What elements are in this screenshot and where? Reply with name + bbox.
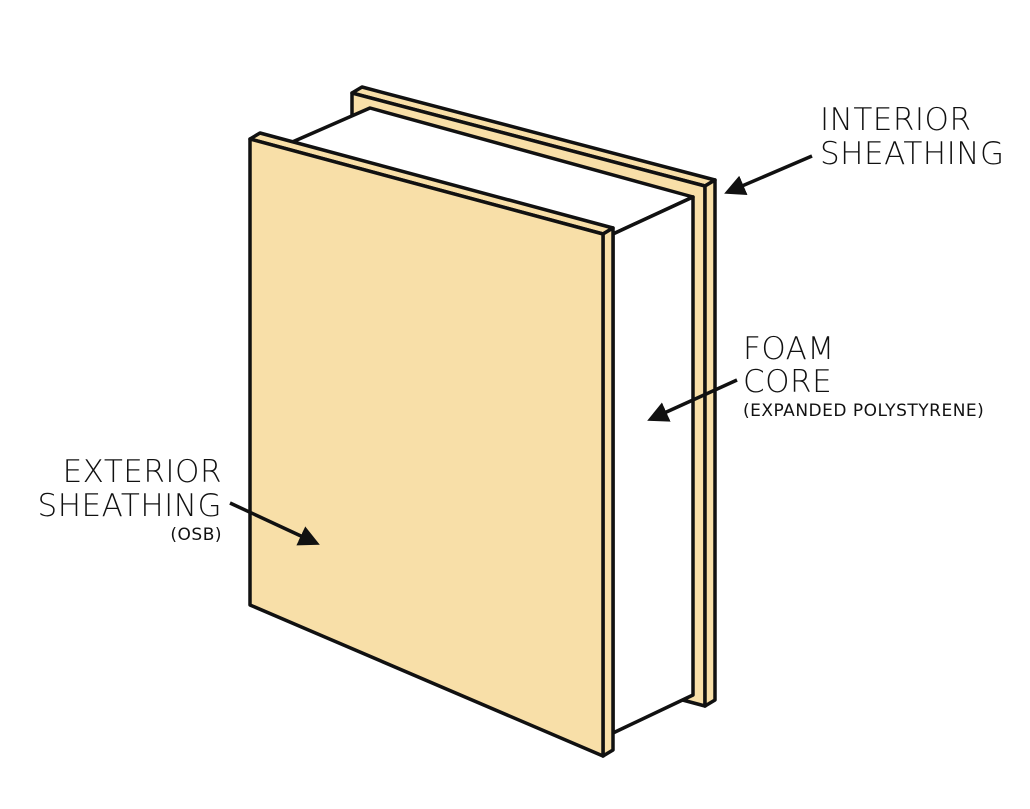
- interior-sheathing-edge: [703, 178, 717, 708]
- foam-core-callout: FOAM CORE (EXPANDED POLYSTYRENE): [647, 331, 984, 422]
- interior-label-line2: SHEATHING: [820, 136, 1004, 172]
- interior-sheathing-callout: INTERIOR SHEATHING: [724, 102, 1004, 196]
- foam-arrow: [647, 378, 738, 422]
- sip-panel: [248, 85, 717, 758]
- exterior-sheathing-callout: EXTERIOR SHEATHING (OSB): [38, 454, 320, 546]
- exterior-label-line2: SHEATHING: [38, 488, 222, 524]
- exterior-label-sub: (OSB): [170, 525, 222, 545]
- foam-core-side: [611, 195, 695, 735]
- exterior-sheathing-face: [248, 137, 605, 758]
- interior-label-line1: INTERIOR: [820, 102, 971, 138]
- foam-label-sub: (EXPANDED POLYSTYRENE): [743, 401, 984, 421]
- interior-arrow: [724, 154, 813, 196]
- foam-label-line2: CORE: [743, 364, 832, 400]
- foam-core: [288, 106, 695, 735]
- exterior-label-line1: EXTERIOR: [63, 454, 222, 490]
- foam-label-line1: FOAM: [743, 331, 835, 367]
- exterior-arrow: [229, 501, 320, 546]
- exterior-sheathing-board: [248, 131, 615, 758]
